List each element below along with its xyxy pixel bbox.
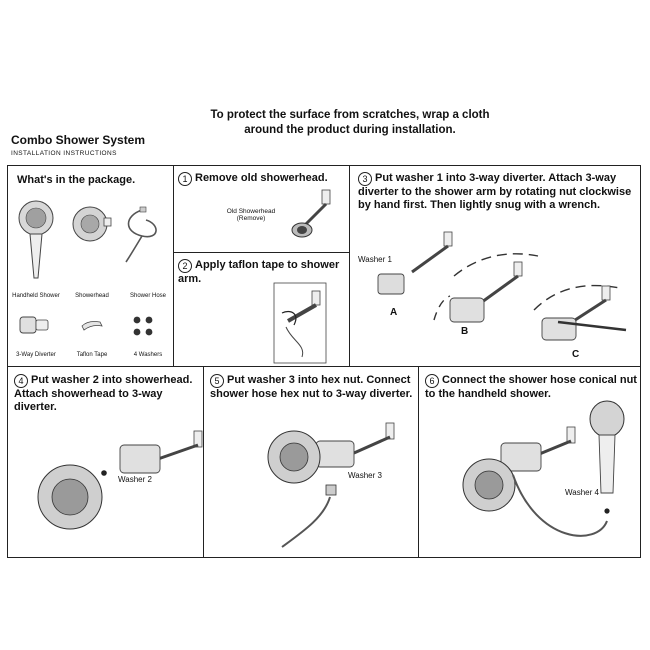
handheld-shower-illustration — [18, 200, 54, 279]
step-3-label-b: B — [461, 326, 469, 337]
step-3-text: Put washer 1 into 3-way diverter. Attach… — [358, 172, 632, 211]
taflon-tape-illustration — [81, 321, 103, 331]
step-2-text: Apply taflon tape to shower arm. — [178, 259, 340, 285]
washer-2-callout: Washer 2 — [118, 475, 152, 484]
washer-1-callout: Washer 1 — [358, 255, 392, 264]
protect-surface-note: To protect the surface from scratches, w… — [210, 109, 490, 136]
remove-showerhead-illustration — [291, 189, 331, 238]
step-number: 4 — [14, 374, 28, 388]
package-item-label: Showerhead — [75, 293, 109, 299]
step-4-text: Put washer 2 into showerhead. Attach sho… — [14, 374, 193, 413]
step-3-label-a: A — [390, 307, 398, 318]
connect-hose-illustration — [267, 422, 395, 548]
showerhead-illustration — [72, 206, 112, 242]
step-number: 1 — [178, 172, 192, 186]
apply-tape-illustration — [273, 282, 327, 364]
step-number: 6 — [425, 374, 439, 388]
washers-illustration — [133, 316, 153, 336]
old-showerhead-callout: Old Showerhead (Remove) — [226, 208, 276, 222]
step-number: 5 — [210, 374, 224, 388]
step-6-text: Connect the shower hose conical nut to t… — [425, 374, 637, 400]
package-item-label: Handheld Shower — [12, 293, 60, 299]
document-subtitle: INSTALLATION INSTRUCTIONS — [11, 150, 117, 157]
package-item-label: 4 Washers — [133, 352, 163, 358]
attach-diverter-illustration — [377, 231, 627, 341]
document-title: Combo Shower System — [11, 133, 146, 147]
step-number: 2 — [178, 259, 192, 273]
washer-4-callout: Washer 4 — [565, 488, 599, 497]
package-item-label: Shower Hose — [129, 293, 167, 299]
step-5-text: Put washer 3 into hex nut. Connect showe… — [210, 374, 413, 400]
step-1-text: Remove old showerhead. — [195, 172, 328, 184]
shower-hose-illustration — [125, 206, 157, 263]
step-number: 3 — [358, 172, 372, 186]
attach-showerhead-illustration — [37, 430, 203, 530]
diverter-illustration — [19, 316, 49, 334]
washer-3-callout: Washer 3 — [348, 471, 382, 480]
package-heading: What's in the package. — [17, 174, 136, 186]
package-contents-panel: What's in the package. Handheld Shower S… — [7, 165, 174, 367]
package-item-label: Taflon Tape — [76, 352, 108, 358]
connect-handheld-illustration — [462, 400, 625, 537]
step-3-label-c: C — [572, 349, 580, 360]
package-item-label: 3-Way Diverter — [16, 352, 56, 358]
